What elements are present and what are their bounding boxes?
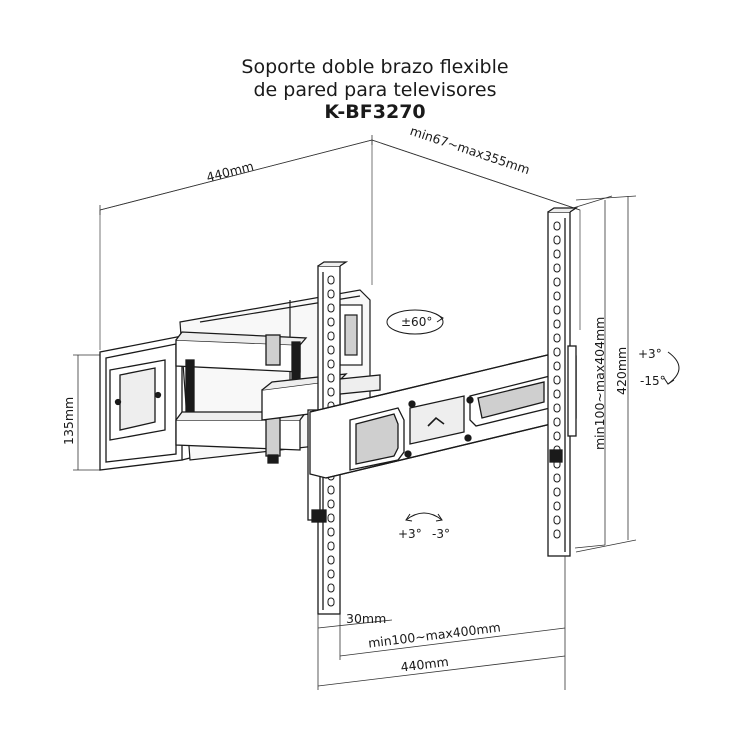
rail-slot bbox=[327, 541, 335, 551]
dim-gap-label: 30mm bbox=[346, 611, 386, 626]
rail-slot bbox=[553, 221, 561, 231]
rail-slot bbox=[553, 375, 561, 385]
rail-slot bbox=[553, 347, 561, 357]
level-plus-label: +3° bbox=[398, 527, 422, 541]
rail-slot bbox=[553, 529, 561, 539]
tilt-down-label: -15° bbox=[640, 374, 666, 388]
dim-vesa-vertical-label: min100~max404mm bbox=[592, 317, 607, 450]
rail-slot bbox=[553, 361, 561, 371]
rail-slot bbox=[553, 515, 561, 525]
right-vertical-rail bbox=[547, 207, 579, 557]
tilt-indicator bbox=[663, 351, 680, 385]
rail-slot bbox=[327, 387, 335, 397]
rail-slot bbox=[553, 319, 561, 329]
rail-slot bbox=[327, 513, 335, 523]
dim-tv-width-label: 440mm bbox=[400, 654, 450, 675]
rail-slot bbox=[327, 303, 335, 313]
dim-wall-height-label: 135mm bbox=[61, 397, 76, 445]
upper-arm bbox=[175, 331, 308, 417]
rail-slot bbox=[553, 277, 561, 287]
rail-slot bbox=[327, 275, 335, 285]
rail-slot bbox=[553, 263, 561, 273]
dim-extension-label: min67~max355mm bbox=[408, 123, 532, 177]
lower-arm bbox=[175, 411, 308, 464]
swivel-angle-label: ±60° bbox=[401, 315, 432, 329]
rail-slot bbox=[327, 527, 335, 537]
dim-vesa-horizontal-label: min100~max400mm bbox=[367, 619, 501, 650]
level-indicator bbox=[405, 512, 443, 522]
level-minus-label: -3° bbox=[432, 527, 450, 541]
rail-slot bbox=[327, 359, 335, 369]
rail-slot bbox=[327, 569, 335, 579]
rail-slot bbox=[553, 487, 561, 497]
dim-horizontal bbox=[317, 556, 566, 690]
rail-slot bbox=[327, 373, 335, 383]
rail-slot bbox=[553, 389, 561, 399]
rail-slot bbox=[553, 417, 561, 427]
dim-plate-height-label: 420mm bbox=[614, 347, 629, 395]
swivel-indicator bbox=[386, 309, 444, 335]
rail-slot bbox=[553, 403, 561, 413]
rail-slot bbox=[327, 331, 335, 341]
rail-slot bbox=[327, 317, 335, 327]
rail-slot bbox=[327, 597, 335, 607]
dim-wall-width-label: 440mm bbox=[205, 158, 255, 185]
rail-slot bbox=[553, 333, 561, 343]
rail-slot bbox=[553, 235, 561, 245]
rail-slot bbox=[327, 345, 335, 355]
rail-slot bbox=[553, 501, 561, 511]
rail-slot bbox=[327, 555, 335, 565]
right-rail-slots bbox=[553, 221, 561, 539]
rail-slot bbox=[553, 305, 561, 315]
rail-slot bbox=[553, 249, 561, 259]
rail-slot bbox=[327, 289, 335, 299]
rail-slot bbox=[327, 499, 335, 509]
title-line-1: Soporte doble brazo flexible bbox=[241, 56, 509, 78]
dim-vertical bbox=[572, 195, 637, 553]
rail-slot bbox=[327, 485, 335, 495]
rail-slot bbox=[553, 291, 561, 301]
rail-slot bbox=[553, 473, 561, 483]
model-number: K-BF3270 bbox=[324, 101, 426, 123]
tilt-up-label: +3° bbox=[638, 347, 662, 361]
dim-extension bbox=[371, 139, 581, 211]
rail-slot bbox=[553, 431, 561, 441]
dim-wall-height bbox=[73, 354, 100, 471]
rail-slot bbox=[327, 583, 335, 593]
title-line-2: de pared para televisores bbox=[253, 79, 497, 101]
tv-bracket bbox=[309, 351, 577, 479]
